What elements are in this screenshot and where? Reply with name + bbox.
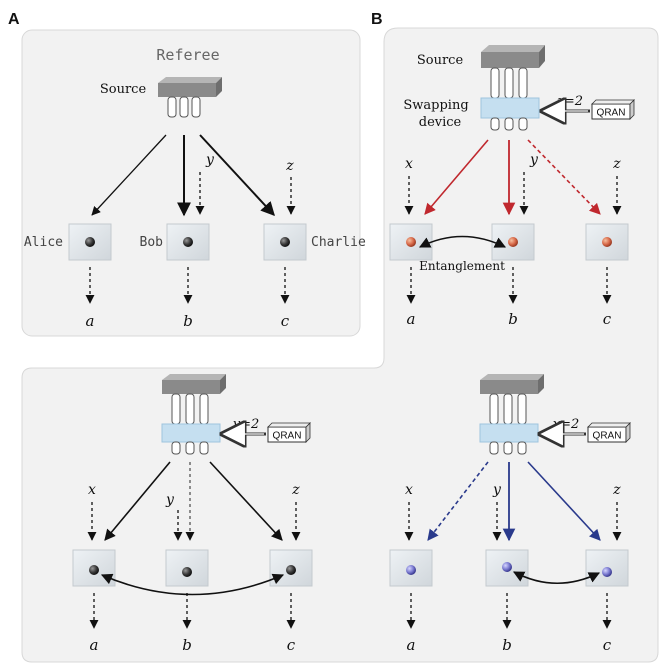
box-a <box>72 549 116 587</box>
panel-a: Referee Source y z <box>24 46 366 330</box>
input-z-label: z <box>612 482 621 498</box>
input-y-label: y <box>165 492 175 508</box>
bob-box <box>166 223 210 261</box>
input-x-label: x <box>405 156 413 172</box>
qran-box: QRAN <box>587 422 631 443</box>
source-label: Source <box>417 53 464 68</box>
box-c <box>585 549 629 587</box>
arrow-red-a <box>424 139 489 215</box>
bob-label: Bob <box>140 235 164 250</box>
box-a <box>389 223 433 261</box>
output-b-label: b <box>508 310 518 328</box>
output-a-label: a <box>407 636 416 654</box>
swapping-device <box>161 423 221 455</box>
arrow-red-c <box>527 139 601 215</box>
setting-label: z=2 <box>556 94 583 109</box>
output-c-label: c <box>287 636 296 654</box>
box-b <box>485 549 529 587</box>
output-c-label: c <box>603 636 612 654</box>
input-z-label: z <box>612 156 621 172</box>
panel-b1: Source Swapping device z=2 QRAN <box>389 45 635 328</box>
output-b-label: b <box>502 636 512 654</box>
swapping-device <box>480 97 540 131</box>
source-box <box>158 77 222 118</box>
input-z-label: z <box>291 482 300 498</box>
panel-a-bg <box>21 29 361 337</box>
panel-b2: y=2 QRAN x y z <box>72 374 313 654</box>
panel-b3: x=2 QRAN x y z <box>389 374 631 654</box>
charlie-label: Charlie <box>311 235 366 250</box>
arrow-source-charlie <box>199 134 275 217</box>
entanglement-arc <box>100 573 285 596</box>
swapping-device <box>479 423 539 455</box>
output-c-label: c <box>281 312 290 330</box>
alice-label: Alice <box>24 235 63 250</box>
output-a-label: a <box>90 636 99 654</box>
alice-box <box>68 223 112 261</box>
qran-label: QRAN <box>597 108 626 119</box>
arrow-blue-a <box>427 461 489 541</box>
device-label: device <box>419 115 462 130</box>
source-label: Source <box>100 82 147 97</box>
input-x-label: x <box>88 482 96 498</box>
setting-label: y=2 <box>232 417 260 432</box>
qran-label: QRAN <box>593 431 622 442</box>
arrow-c <box>209 461 283 541</box>
charlie-box <box>263 223 307 261</box>
arrow-blue-c <box>527 461 601 541</box>
output-b-label: b <box>183 312 193 330</box>
output-c-label: c <box>603 310 612 328</box>
input-y-label: y <box>492 482 502 498</box>
output-b-label: b <box>182 636 192 654</box>
qran-label: QRAN <box>273 431 302 442</box>
input-y-label: y <box>529 152 539 168</box>
output-a-label: a <box>86 312 95 330</box>
input-x-label: x <box>405 482 413 498</box>
box-c <box>585 223 629 261</box>
source-box <box>162 374 226 425</box>
box-c <box>269 549 313 587</box>
box-b <box>491 223 535 261</box>
entanglement-arc <box>513 571 601 585</box>
entanglement-label: Entanglement <box>419 259 505 273</box>
qran-box: QRAN <box>267 422 311 443</box>
swapping-label: Swapping <box>403 98 468 113</box>
referee-title: Referee <box>156 46 219 64</box>
input-z-label: z <box>285 158 294 174</box>
output-a-label: a <box>407 310 416 328</box>
source-box <box>481 45 545 99</box>
setting-label: x=2 <box>553 417 580 432</box>
box-a <box>389 549 433 587</box>
box-b <box>165 549 209 587</box>
qran-box: QRAN <box>591 99 635 120</box>
entanglement-arc <box>418 235 507 248</box>
input-y-label: y <box>205 152 215 168</box>
panel-b-bg <box>21 27 659 663</box>
arrow-a <box>104 461 171 541</box>
panel-a-label: A <box>8 11 20 28</box>
arrow-source-alice <box>91 134 167 216</box>
panel-b-label: B <box>371 11 383 28</box>
